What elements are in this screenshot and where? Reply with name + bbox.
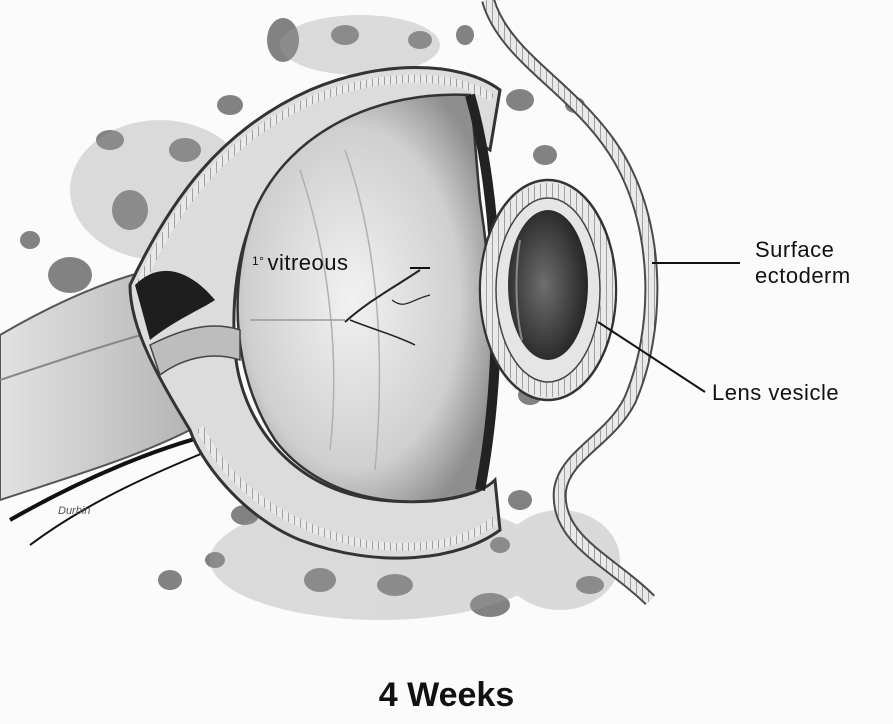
vitreous-label-text: vitreous (267, 250, 348, 275)
figure-title: 4 Weeks (0, 676, 893, 715)
surface-ectoderm-label: Surface ectoderm (755, 237, 851, 289)
lens-vesicle (480, 180, 616, 400)
vitreous-superscript: 1° (252, 254, 264, 268)
surface-ectoderm-label-line1: Surface (755, 237, 851, 263)
lens-vesicle-label: Lens vesicle (712, 380, 839, 406)
surface-ectoderm-label-line2: ectoderm (755, 263, 851, 289)
vitreous-label: 1°vitreous (252, 251, 349, 275)
artist-signature: Durbin (58, 505, 90, 517)
